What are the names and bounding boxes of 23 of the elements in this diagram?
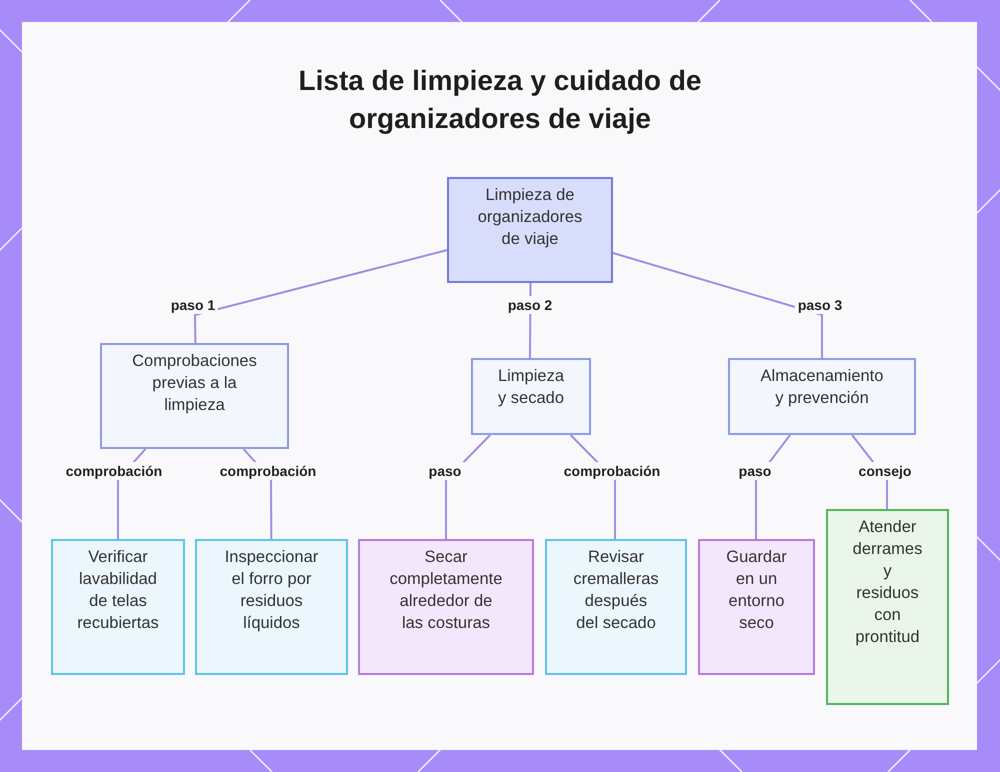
connector-line (194, 249, 448, 344)
task-box (545, 539, 687, 675)
category-box (100, 343, 289, 449)
node-text: Verificar lavabilidad de telas recubiertas (77, 547, 159, 634)
task-box (358, 539, 534, 675)
node-text: Comprobaciones previas a la limpieza (132, 351, 257, 416)
category-box (471, 358, 591, 435)
diagram-title: Lista de limpieza y cuidado de organizadores de viaje (298, 64, 702, 136)
task-box (698, 539, 815, 675)
node-text: Almacenamiento y prevención (760, 366, 884, 409)
node-text: Guardar en un entorno seco (726, 547, 787, 634)
node-text: Limpieza y secado (498, 366, 564, 409)
topic-box (447, 177, 613, 283)
connector-line (612, 252, 823, 358)
category-box (728, 358, 916, 435)
task-box (51, 539, 185, 675)
node-text: Atender derrames y residuos con prontitud (852, 517, 922, 648)
node-text: Limpieza de organizadores de viaje (478, 185, 582, 250)
tip-box (826, 509, 949, 705)
task-box (195, 539, 348, 675)
node-text: Revisar cremalleras después del secado (573, 547, 659, 634)
node-text: Secar completamente alrededor de las costuras (390, 547, 502, 634)
node-text: Inspeccionar el forro por residuos líquidos (224, 547, 318, 634)
